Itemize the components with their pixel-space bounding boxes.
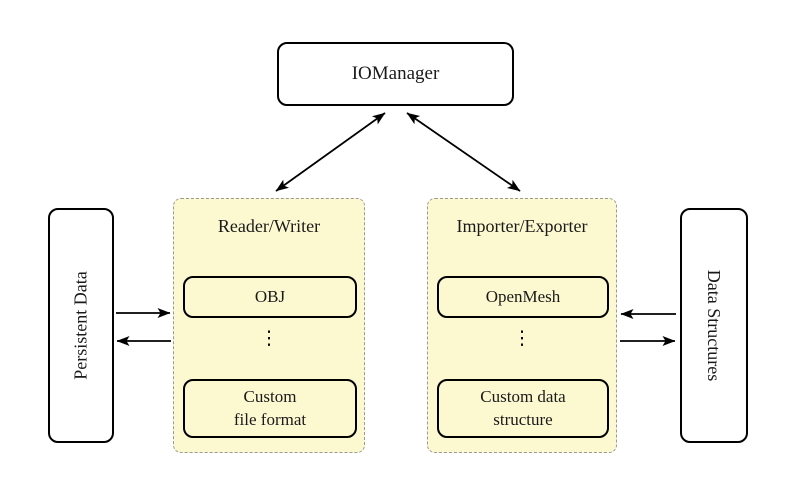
node-openmesh: OpenMesh bbox=[437, 276, 609, 318]
node-obj: OBJ bbox=[183, 276, 357, 318]
arrow-iomanager-readerwriter bbox=[275, 112, 386, 192]
importer-exporter-title: Importer/Exporter bbox=[456, 216, 588, 236]
node-iomanager: IOManager bbox=[277, 42, 514, 106]
node-data-structures: Data Structures bbox=[680, 208, 748, 443]
reader-writer-title: Reader/Writer bbox=[217, 216, 321, 236]
custom-file-format-label: Custom file format bbox=[233, 387, 307, 429]
node-custom-data-structure: Custom data structure bbox=[437, 379, 609, 438]
persistent-data-label: Persistent Data bbox=[70, 271, 91, 380]
data-structures-label: Data Structures bbox=[704, 269, 725, 382]
group-reader-writer: Reader/Writer OBJ ⋮ Custom file format bbox=[173, 198, 365, 453]
openmesh-label: OpenMesh bbox=[485, 286, 561, 306]
custom-data-structure-label: Custom data structure bbox=[480, 387, 566, 429]
group-importer-exporter: Importer/Exporter OpenMesh ⋮ Custom data… bbox=[427, 198, 617, 453]
iomanager-label: IOManager bbox=[351, 63, 440, 84]
obj-label: OBJ bbox=[254, 286, 286, 306]
ellipsis-importer-exporter: ⋮ bbox=[512, 327, 532, 349]
ellipsis-reader-writer: ⋮ bbox=[259, 327, 279, 349]
node-persistent-data: Persistent Data bbox=[48, 208, 114, 443]
arrow-iomanager-importerexporter bbox=[406, 112, 521, 192]
node-custom-file-format: Custom file format bbox=[183, 379, 357, 438]
